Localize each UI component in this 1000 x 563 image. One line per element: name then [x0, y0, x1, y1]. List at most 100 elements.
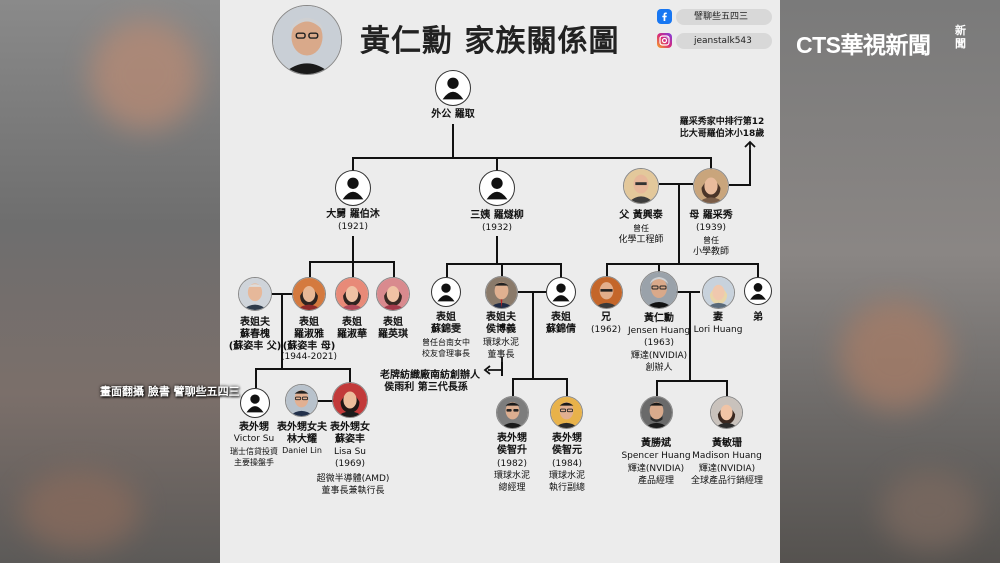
su-father-label: 表姐夫 [240, 317, 270, 328]
instagram-icon [657, 33, 672, 48]
jensen-title: 創辦人 [645, 363, 673, 373]
luo-shuya-name: 羅淑雅 [294, 329, 324, 340]
connector-line [255, 368, 257, 388]
jensen-english-name: Jensen Huang [627, 326, 691, 336]
madison-company: 輝達(NVIDIA) [698, 464, 756, 474]
hou-zhisheng-title: 總經理 [498, 483, 526, 493]
lisa-year: (1969) [335, 459, 365, 469]
hou-boyi-label: 表姐夫 [486, 312, 516, 323]
connector-line [606, 263, 759, 265]
connector-line [501, 263, 503, 277]
video-background-right [780, 0, 1000, 563]
luo-shuya-label: 表姐 [299, 317, 319, 328]
hou-boyi-photo [485, 276, 518, 309]
facebook-icon [657, 9, 672, 24]
victor-name: Victor Su [233, 434, 275, 444]
brother-year: (1962) [591, 325, 621, 335]
victor-avatar [240, 388, 270, 418]
hou-zhiyuan-photo [550, 396, 583, 429]
annotation-line: 比大哥羅伯沐小18歲 [679, 129, 765, 139]
hou-zhisheng-year: (1982) [497, 459, 527, 469]
spencer-title: 產品經理 [637, 476, 675, 486]
luo-yingqi-label: 表姐 [383, 317, 403, 328]
uncle-year: (1921) [338, 222, 368, 232]
uncle-avatar [335, 170, 371, 206]
luo-yingqi-name: 羅英琪 [378, 329, 408, 340]
connector-line [689, 291, 691, 381]
lisa-name: 蘇姿丰 [335, 434, 365, 445]
su-father-photo [238, 277, 272, 311]
connector-line [656, 380, 728, 382]
luo-shuhua-name: 羅淑華 [337, 329, 367, 340]
luo-yingqi-photo [376, 277, 410, 311]
blurred-face [880, 470, 980, 550]
lisa-english-name: Lisa Su [334, 447, 366, 457]
su-father-name: 蘇春槐 [240, 329, 270, 340]
spencer-photo [640, 396, 673, 429]
news-tag: 新聞 [955, 24, 967, 50]
victor-role: 主要操盤手 [234, 458, 274, 467]
spencer-company: 輝達(NVIDIA) [627, 464, 685, 474]
connector-line [352, 157, 710, 159]
connector-line [757, 263, 759, 277]
mother-role: 小學教師 [692, 247, 730, 257]
jensen-company: 輝達(NVIDIA) [630, 351, 688, 361]
father-role: 曾任 [633, 224, 649, 233]
connector-line [566, 378, 568, 396]
grandpa-label: 外公 羅取 [431, 109, 475, 120]
hou-boyi-name: 侯博義 [486, 324, 516, 335]
jensen-name: 黃仁勳 [644, 313, 674, 324]
connector-line [676, 291, 700, 293]
lisa-label: 表外甥女 [330, 422, 370, 433]
jensen-year: (1963) [644, 338, 674, 348]
annotation-line: 羅采秀家中排行第12 [679, 117, 765, 127]
hou-zhiyuan-title: 執行副總 [548, 483, 586, 493]
page-title: 黃仁勳 家族關係圖 [360, 24, 620, 59]
younger-brother-label: 弟 [753, 312, 763, 323]
connector-line [658, 263, 660, 273]
su-jinwen-note: 曾任台南女中 [422, 338, 470, 347]
mother-photo [693, 168, 729, 204]
luo-shuya-photo [292, 277, 326, 311]
su-jinwen-avatar [431, 277, 461, 307]
connector-line [560, 263, 562, 277]
blurred-face [840, 300, 950, 410]
hou-zhisheng-photo [496, 396, 529, 429]
father-role: 化學工程師 [618, 235, 664, 245]
lisa-title: 董事長兼執行長 [321, 486, 385, 496]
madison-name: 黃敏珊 [712, 438, 742, 449]
madison-english-name: Madison Huang [692, 451, 762, 461]
connector-line [349, 368, 351, 384]
lisa-photo [332, 382, 368, 418]
grandpa-avatar [435, 70, 471, 106]
luo-shuya-years: (1944-2021) [280, 352, 338, 362]
connector-line [446, 263, 448, 277]
connector-line [255, 368, 351, 370]
su-jinqian-label: 表姐 [551, 312, 571, 323]
hou-boyi-company: 環球水泥 [482, 338, 520, 348]
video-background-left [0, 0, 220, 563]
connector-line [393, 261, 395, 277]
hou-zhiyuan-year: (1984) [552, 459, 582, 469]
younger-brother-avatar [744, 277, 772, 305]
connector-line [318, 400, 334, 402]
su-father-note: (蘇姿丰 父) [228, 341, 282, 352]
lori-photo [702, 276, 735, 309]
su-jinwen-note: 校友會理事長 [422, 349, 470, 358]
su-jinwen-name: 蘇錦雯 [431, 324, 461, 335]
su-jinwen-label: 表姐 [436, 312, 456, 323]
daniel-label: 表外甥女夫 [277, 422, 327, 433]
connector-line [352, 261, 354, 277]
hou-zhiyuan-label: 表外甥 [552, 433, 582, 444]
connector-line [496, 157, 498, 171]
luo-shuya-note: (蘇姿丰 母) [282, 341, 336, 352]
mother-role: 曾任 [703, 236, 719, 245]
connector-line [496, 236, 498, 264]
instagram-handle: jeanstalk543 [676, 33, 772, 49]
hou-zhisheng-name: 侯智升 [497, 445, 527, 456]
madison-photo [710, 396, 743, 429]
brother-photo [590, 276, 623, 309]
aunt-name: 三姨 羅燧柳 [470, 210, 524, 221]
brother-label: 兄 [601, 312, 611, 323]
cts-logo: CTS華視新聞 [796, 32, 931, 58]
